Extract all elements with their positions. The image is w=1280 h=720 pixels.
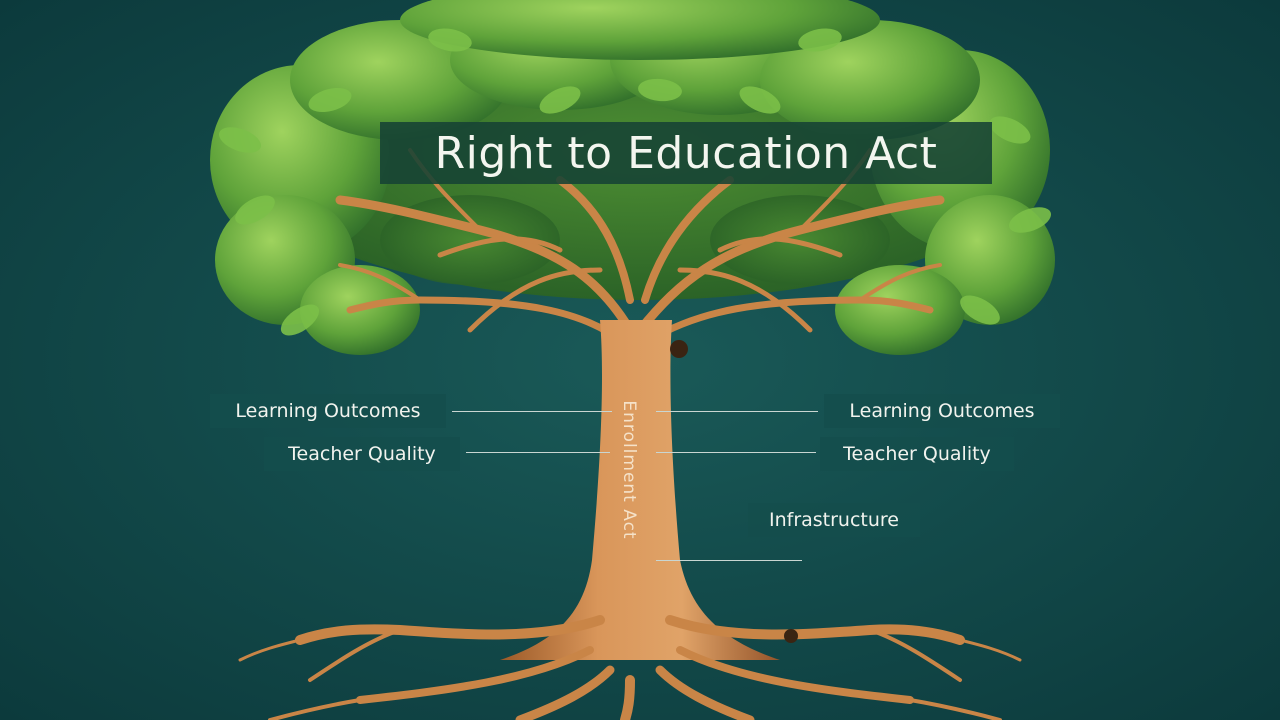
knot xyxy=(784,629,798,643)
label-right-learning-outcomes: Learning Outcomes xyxy=(824,394,1060,428)
connector-right-low xyxy=(656,560,802,561)
connector-right-top xyxy=(656,411,818,412)
knot xyxy=(670,340,688,358)
branches xyxy=(335,148,945,344)
label-right-teacher-quality: Teacher Quality xyxy=(820,437,1014,471)
label-left-learning-outcomes: Learning Outcomes xyxy=(210,394,446,428)
title-banner: Right to Education Act xyxy=(380,122,992,184)
trunk-label: Enrollment Act xyxy=(619,400,639,540)
label-left-teacher-quality: Teacher Quality xyxy=(264,437,460,471)
roots xyxy=(238,615,1022,720)
label-right-infrastructure: Infrastructure xyxy=(748,503,920,537)
connector-right-mid xyxy=(656,452,816,453)
connector-left-top xyxy=(452,411,612,412)
connector-left-mid xyxy=(466,452,610,453)
diagram-title: Right to Education Act xyxy=(434,127,938,179)
trunk xyxy=(500,320,780,660)
